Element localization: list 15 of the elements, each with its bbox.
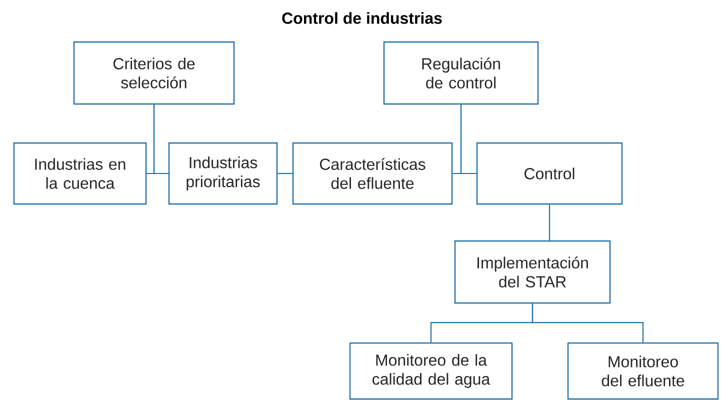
connector-line [460,104,476,174]
title: Control de industrias [282,12,442,24]
process-box: Control [476,142,623,205]
process-box: Industrias prioritarias [168,142,278,205]
connector-line [548,204,550,240]
process-box: Monitoreo de la calidad del agua [349,342,513,400]
connector-line [532,304,644,342]
process-box: Criterios de selección [73,41,235,105]
process-box: Características del efluente [292,142,453,205]
process-box: Monitoreo del efluente [567,342,719,400]
connector-line [278,172,292,174]
process-box: Implementación del STAR [454,240,611,304]
process-box: Regulación de control [383,41,539,105]
process-box: Industrias en la cuenca [13,142,147,205]
connector-line [153,104,168,174]
